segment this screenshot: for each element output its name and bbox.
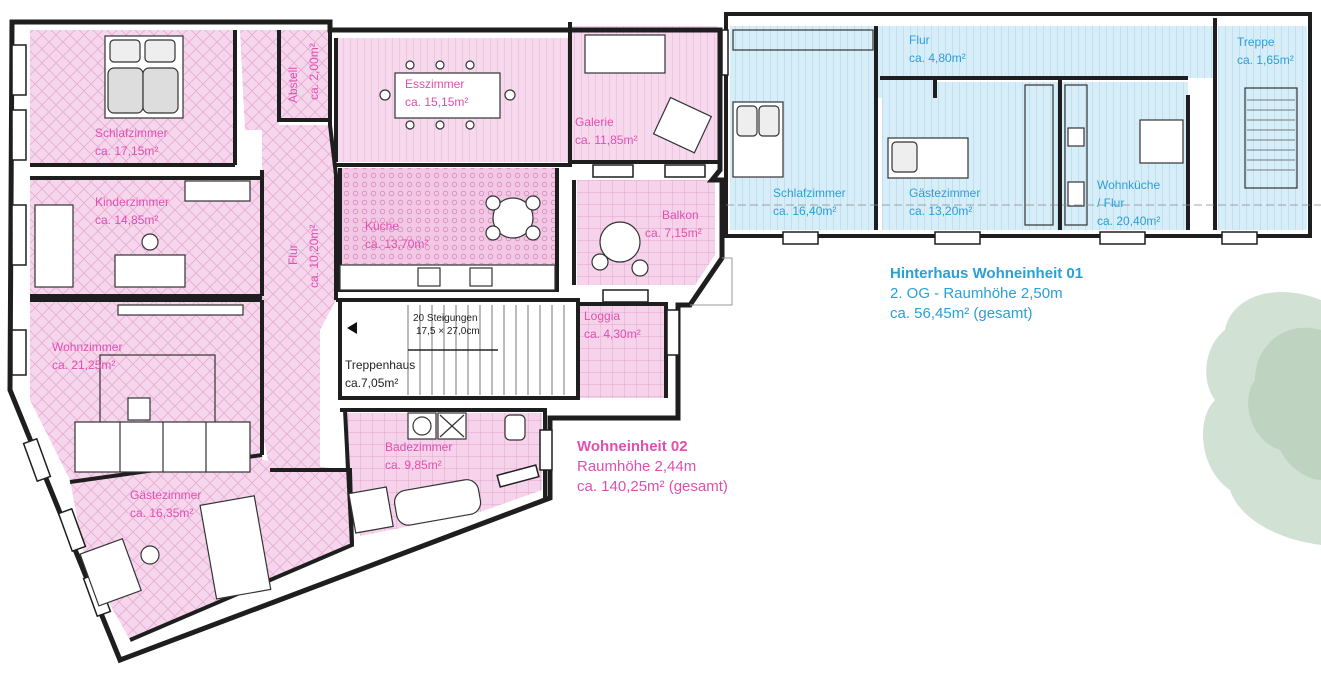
legend-hinterhaus-01: Hinterhaus Wohneinheit 01 2. OG - Raumhö… <box>890 264 1083 324</box>
label-hh-flur: Flur <box>909 33 930 47</box>
label-hh-wohnkueche-flur: / Flur <box>1097 196 1124 210</box>
legend-02-area: ca. 140,25m² (gesamt) <box>577 478 728 495</box>
label-wohnzimmer: Wohnzimmer <box>52 340 122 354</box>
area-hh-schlafzimmer: ca. 16,40m² <box>773 204 836 218</box>
legend-01-title: Hinterhaus Wohneinheit 01 <box>890 265 1084 282</box>
label-esszimmer: Esszimmer <box>405 77 464 91</box>
area-hh-wohnkueche: ca. 20,40m² <box>1097 214 1160 228</box>
area-schlafzimmer: ca. 17,15m² <box>95 144 158 158</box>
area-kinderzimmer: ca. 14,85m² <box>95 213 158 227</box>
hinterhaus-wohneinheit-01-plan <box>721 12 1321 245</box>
area-loggia: ca. 4,30m² <box>584 327 641 341</box>
area-badezimmer: ca. 9,85m² <box>385 458 442 472</box>
label-gaestezimmer: Gästezimmer <box>130 488 201 502</box>
label-abstell: Abstell <box>286 67 300 103</box>
wohneinheit-02-plan <box>7 19 725 664</box>
area-galerie: ca. 11,85m² <box>575 133 637 147</box>
room-abstell <box>279 30 330 120</box>
area-hh-treppe: ca. 1,65m² <box>1237 53 1294 67</box>
label-hh-schlafzimmer: Schlafzimmer <box>773 186 846 200</box>
area-hh-flur: ca. 4,80m² <box>909 51 966 65</box>
label-balkon: Balkon <box>662 208 699 222</box>
label-schlafzimmer: Schlafzimmer <box>95 126 168 140</box>
area-flur: ca. 10,20m² <box>307 225 321 288</box>
area-balkon: ca. 7,15m² <box>645 226 702 240</box>
tree-graphic <box>1203 291 1321 545</box>
area-treppenhaus: ca.7,05m² <box>345 376 398 390</box>
label-kinderzimmer: Kinderzimmer <box>95 195 169 209</box>
hh-room-flur <box>876 26 1215 98</box>
room-loggia <box>580 306 666 398</box>
label-loggia: Loggia <box>584 309 620 323</box>
area-abstell: ca. 2,00m² <box>307 43 321 100</box>
room-badezimmer <box>345 413 542 536</box>
room-kueche <box>340 168 555 290</box>
label-steigungen-size: 17,5 × 27,0cm <box>416 326 480 337</box>
area-hh-gaestezimmer: ca. 13,20m² <box>909 204 972 218</box>
label-steigungen: 20 Steigungen <box>413 313 478 324</box>
legend-01-area: ca. 56,45m² (gesamt) <box>890 305 1033 322</box>
area-wohnzimmer: ca. 21,25m² <box>52 358 115 372</box>
label-hh-gaestezimmer: Gästezimmer <box>909 186 980 200</box>
label-hh-treppe: Treppe <box>1237 35 1275 49</box>
label-badezimmer: Badezimmer <box>385 440 452 454</box>
area-gaestezimmer: ca. 16,35m² <box>130 506 193 520</box>
hh-room-schlafzimmer <box>730 26 876 230</box>
hh-room-gaestezimmer <box>882 82 1058 230</box>
area-kueche: ca. 13,70m² <box>365 237 428 251</box>
stair-arrow-icon <box>347 322 357 334</box>
label-hh-wohnkueche: Wohnküche <box>1097 178 1160 192</box>
label-galerie: Galerie <box>575 115 614 129</box>
hh-room-treppe <box>1218 26 1307 230</box>
hh-room-wohnkueche <box>1062 82 1188 230</box>
area-esszimmer: ca. 15,15m² <box>405 95 468 109</box>
legend-wohneinheit-02: Wohneinheit 02 Raumhöhe 2,44m ca. 140,25… <box>577 437 728 497</box>
legend-02-title: Wohneinheit 02 <box>577 438 688 455</box>
label-kueche: Küche <box>365 219 399 233</box>
legend-01-height: 2. OG - Raumhöhe 2,50m <box>890 285 1063 302</box>
label-treppenhaus: Treppenhaus <box>345 358 415 372</box>
label-flur: Flur <box>286 244 300 265</box>
legend-02-height: Raumhöhe 2,44m <box>577 458 697 475</box>
